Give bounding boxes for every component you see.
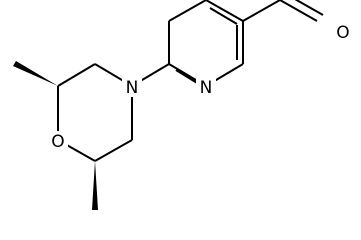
bond-carbonyl-oxygen (279, 0, 318, 22)
mask-aldehyde-oxygen (333, 22, 353, 42)
bond-ring-carbonyl (242, 0, 281, 22)
pyridine-ring (131, 0, 244, 87)
methyl-wedge-bottom (92, 161, 98, 210)
bond-carbonyl-oxygen-inner (294, 0, 324, 16)
molecule-diagram: N N O O (13, 0, 353, 210)
aldehyde-group (242, 0, 324, 22)
methyl-wedge-top (13, 61, 58, 86)
bond-c1-c2 (57, 63, 96, 87)
ring-nitrogen-label: N (126, 78, 139, 98)
mask-ring-oxygen (48, 131, 68, 151)
bond-c4-c3 (205, 0, 244, 22)
pyridine-nitrogen-label: N (200, 78, 213, 98)
morpholine-ring (57, 63, 133, 162)
bond-c3-c4 (94, 139, 133, 162)
methyl-groups (13, 61, 98, 210)
mask-ring-nitrogen (122, 77, 142, 97)
bond-c4-c3-inner (209, 7, 238, 25)
ring-oxygen-label: O (51, 132, 64, 152)
bond-c5-c4 (168, 0, 207, 22)
mask-pyridine-nitrogen (196, 77, 216, 97)
aldehyde-oxygen-label: O (336, 23, 349, 43)
atom-labels: N N O O (48, 22, 353, 152)
